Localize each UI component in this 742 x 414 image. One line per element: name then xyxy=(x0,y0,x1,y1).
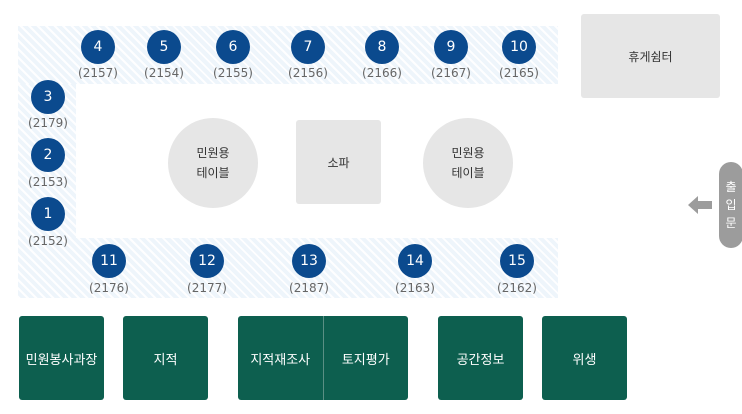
dept-land-valuation[interactable]: 토지평가 xyxy=(324,316,409,400)
window-12-ext: (2177) xyxy=(187,281,227,295)
rest-area-label: 휴게쉼터 xyxy=(628,49,673,64)
window-2[interactable]: 2 xyxy=(31,138,65,172)
dept-cadastral-resurvey[interactable]: 지적재조사 xyxy=(238,316,324,400)
window-4[interactable]: 4 xyxy=(81,30,115,64)
entrance-char-1: 출 xyxy=(725,180,737,194)
entrance-char-3: 문 xyxy=(725,216,737,230)
window-5-ext: (2154) xyxy=(144,66,184,80)
window-2-ext: (2153) xyxy=(28,175,68,189)
dept-split-group: 지적재조사 토지평가 xyxy=(238,316,408,400)
dept-cadastral-resurvey-label: 지적재조사 xyxy=(250,352,311,368)
entrance: 출 입 문 xyxy=(719,162,742,248)
window-3[interactable]: 3 xyxy=(31,80,65,114)
window-3-ext: (2179) xyxy=(28,116,68,130)
window-14[interactable]: 14 xyxy=(398,244,432,278)
left-table-label-2: 테이블 xyxy=(196,166,230,180)
window-10-ext: (2165) xyxy=(499,66,539,80)
right-table-label-2: 테이블 xyxy=(451,166,485,180)
dept-cadastral[interactable]: 지적 xyxy=(123,316,208,400)
dept-land-valuation-label: 토지평가 xyxy=(341,352,390,368)
window-1[interactable]: 1 xyxy=(31,197,65,231)
window-1-ext: (2152) xyxy=(28,234,68,248)
window-7-ext: (2156) xyxy=(288,66,328,80)
rest-area: 휴게쉼터 xyxy=(581,14,720,98)
right-table-label-1: 민원용 xyxy=(451,146,485,160)
window-8[interactable]: 8 xyxy=(365,30,399,64)
window-10[interactable]: 10 xyxy=(502,30,536,64)
left-civil-table: 민원용 테이블 xyxy=(168,118,258,208)
dept-hygiene[interactable]: 위생 xyxy=(542,316,627,400)
window-12[interactable]: 12 xyxy=(190,244,224,278)
dept-civil-service-head-label: 민원봉사과장 xyxy=(25,352,98,368)
window-8-ext: (2166) xyxy=(362,66,402,80)
window-9-ext: (2167) xyxy=(431,66,471,80)
arrow-left-icon xyxy=(688,196,712,214)
right-civil-table: 민원용 테이블 xyxy=(423,118,513,208)
window-15-ext: (2162) xyxy=(497,281,537,295)
dept-hygiene-label: 위생 xyxy=(572,352,597,368)
window-13-ext: (2187) xyxy=(289,281,329,295)
window-9[interactable]: 9 xyxy=(434,30,468,64)
window-7[interactable]: 7 xyxy=(291,30,325,64)
window-14-ext: (2163) xyxy=(395,281,435,295)
window-6-ext: (2155) xyxy=(213,66,253,80)
dept-spatial-info[interactable]: 공간정보 xyxy=(438,316,523,400)
window-6[interactable]: 6 xyxy=(216,30,250,64)
sofa: 소파 xyxy=(296,120,381,204)
entrance-char-2: 입 xyxy=(725,198,737,212)
dept-civil-service-head[interactable]: 민원봉사과장 xyxy=(19,316,104,400)
sofa-label: 소파 xyxy=(327,155,350,170)
dept-cadastral-label: 지적 xyxy=(153,352,178,368)
window-13[interactable]: 13 xyxy=(292,244,326,278)
dept-spatial-info-label: 공간정보 xyxy=(456,352,505,368)
left-table-label-1: 민원용 xyxy=(196,146,230,160)
window-11[interactable]: 11 xyxy=(92,244,126,278)
window-5[interactable]: 5 xyxy=(147,30,181,64)
window-4-ext: (2157) xyxy=(78,66,118,80)
window-11-ext: (2176) xyxy=(89,281,129,295)
window-15[interactable]: 15 xyxy=(500,244,534,278)
